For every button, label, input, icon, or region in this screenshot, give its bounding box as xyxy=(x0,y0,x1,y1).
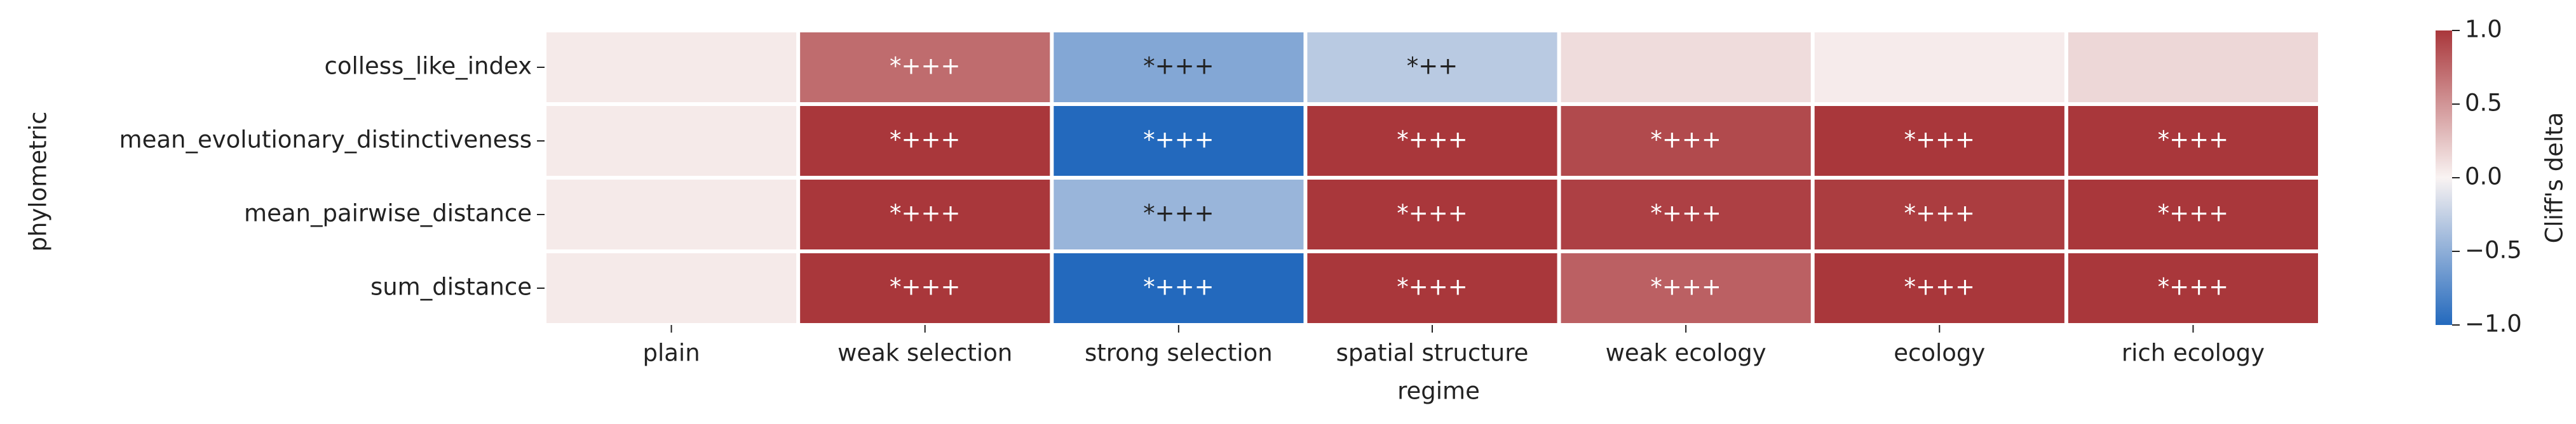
y-axis-label: phylometric xyxy=(25,112,52,252)
heatmap-cell xyxy=(1814,253,2064,323)
x-axis-label: regime xyxy=(1397,378,1480,405)
heatmap-cell xyxy=(2068,180,2318,249)
heatmap-cell xyxy=(800,32,1050,102)
heatmap-cell xyxy=(2068,253,2318,323)
y-tick-label: colless_like_index xyxy=(324,53,532,80)
heatmap-cell xyxy=(1561,253,1811,323)
heatmap-cell xyxy=(2068,32,2318,102)
cell-annotation: *+++ xyxy=(1397,274,1468,301)
heatmap-cell xyxy=(1814,32,2064,102)
heatmap-cells xyxy=(546,32,2318,323)
cell-annotation: *+++ xyxy=(1650,200,1721,227)
heatmap-cell xyxy=(1054,253,1304,323)
heatmap-cell xyxy=(800,106,1050,176)
heatmap-cell xyxy=(1054,106,1304,176)
cell-annotation: *+++ xyxy=(890,53,961,80)
heatmap-cell xyxy=(1307,106,1557,176)
cell-annotation: *+++ xyxy=(1143,200,1214,227)
cell-annotation: *+++ xyxy=(1397,126,1468,154)
cell-annotation: *+++ xyxy=(890,274,961,301)
colorbar-label: Cliff's delta xyxy=(2541,112,2568,244)
x-tick-label: strong selection xyxy=(1085,340,1273,367)
colorbar xyxy=(2436,30,2452,325)
heatmap-cell xyxy=(1054,32,1304,102)
x-tick-label: spatial structure xyxy=(1336,340,1529,367)
cell-annotation: *+++ xyxy=(2158,200,2229,227)
cell-annotation: *+++ xyxy=(890,200,961,227)
colorbar-tick-label: 1.0 xyxy=(2465,16,2502,43)
heatmap-cell xyxy=(546,106,797,176)
y-tick-label: mean_evolutionary_distinctiveness xyxy=(119,126,532,154)
cell-annotation: *+++ xyxy=(1650,126,1721,154)
heatmap-cell xyxy=(1814,106,2064,176)
x-tick-label: weak selection xyxy=(837,340,1012,367)
y-tick-label: sum_distance xyxy=(370,274,532,301)
heatmap-cell xyxy=(1561,32,1811,102)
colorbar-tick-label: 0.0 xyxy=(2465,163,2502,190)
cell-annotation: *+++ xyxy=(1650,274,1721,301)
y-axis-ticks: colless_like_index mean_evolutionary_dist… xyxy=(119,53,545,301)
cell-annotations: *+++ *+++ *++ *+++ *+++ *+++ *+++ *+++ *+++ *+++ *… xyxy=(890,53,2228,301)
heatmap-cell xyxy=(1561,180,1811,249)
colorbar-tick-label: −1.0 xyxy=(2465,310,2522,338)
cell-annotation: *+++ xyxy=(1143,53,1214,80)
cell-annotation: *+++ xyxy=(890,126,961,154)
cell-annotation: *+++ xyxy=(1143,274,1214,301)
cell-annotation: *+++ xyxy=(1143,126,1214,154)
colorbar-tick-label: 0.5 xyxy=(2465,89,2502,117)
y-tick-label: mean_pairwise_distance xyxy=(244,200,532,227)
colorbar-ticks: −1.0 −0.5 0.0 0.5 1.0 xyxy=(2452,16,2522,338)
x-axis-ticks: plain weak selection strong selection spati… xyxy=(642,325,2265,367)
heatmap-cell xyxy=(546,253,797,323)
heatmap-cell xyxy=(1814,180,2064,249)
heatmap-cell xyxy=(800,180,1050,249)
x-tick-label: ecology xyxy=(1894,340,1985,367)
heatmap-cell xyxy=(1307,32,1557,102)
x-tick-label: rich ecology xyxy=(2122,340,2265,367)
heatmap-cell xyxy=(546,32,797,102)
cell-annotation: *+++ xyxy=(1397,200,1468,227)
heatmap-cell xyxy=(2068,106,2318,176)
heatmap-cell xyxy=(1561,106,1811,176)
cell-annotation: *+++ xyxy=(1904,274,1976,301)
cell-annotation: *++ xyxy=(1407,53,1458,80)
heatmap-cell xyxy=(546,180,797,249)
colorbar-tick-label: −0.5 xyxy=(2465,237,2522,264)
cell-annotation: *+++ xyxy=(1904,200,1976,227)
x-tick-label: plain xyxy=(642,340,700,367)
cell-annotation: *+++ xyxy=(2158,274,2229,301)
heatmap-cell xyxy=(1307,253,1557,323)
x-tick-label: weak ecology xyxy=(1606,340,1766,367)
cell-annotation: *+++ xyxy=(1904,126,1976,154)
cell-annotation: *+++ xyxy=(2158,126,2229,154)
heatmap-cell xyxy=(800,253,1050,323)
heatmap-cell xyxy=(1307,180,1557,249)
heatmap-cell xyxy=(1054,180,1304,249)
